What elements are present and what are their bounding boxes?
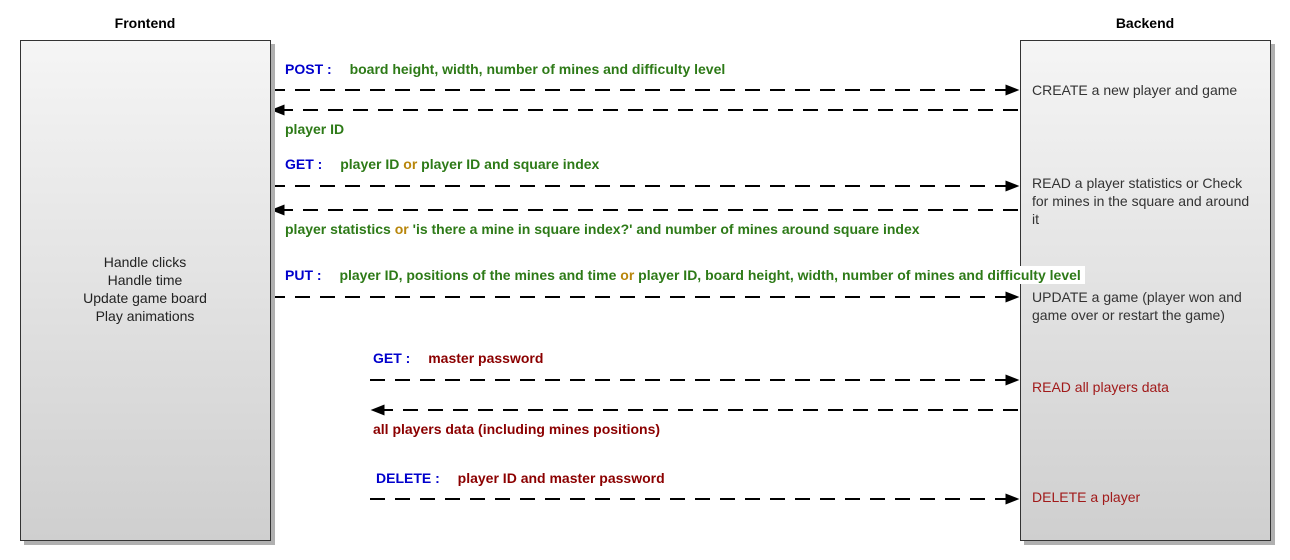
get-admin-response-label: all players data (including mines positi… (373, 421, 661, 437)
backend-delete-desc: DELETE a player (1032, 489, 1141, 505)
backend-read-desc: READ a player statistics or Check for mi… (1032, 175, 1250, 227)
frontend-line: Update game board (83, 290, 207, 306)
get-admin-method: GET : (373, 350, 411, 366)
delete-request-label: DELETE : player ID and master password (376, 469, 665, 487)
get-or: or (403, 156, 418, 172)
frontend-line: Handle time (107, 272, 183, 288)
frontend-responsibilities: Handle clicks Handle time Update game bo… (20, 253, 270, 325)
get-response-or: or (394, 221, 409, 237)
delete-payload: player ID and master password (457, 470, 665, 486)
backend-read-all-desc: READ all players data (1032, 379, 1169, 395)
get-response-label: player statistics or 'is there a mine in… (285, 220, 920, 238)
frontend-line: Handle clicks (103, 254, 187, 270)
get-method: GET : (285, 156, 323, 172)
delete-method: DELETE : (376, 470, 440, 486)
frontend-line: Play animations (95, 308, 195, 324)
backend-update-desc: UPDATE a game (player won and game over … (1032, 289, 1242, 323)
put-or: or (620, 267, 635, 283)
post-payload: board height, width, number of mines and… (349, 61, 726, 77)
get-admin-request-label: GET : master password (373, 349, 543, 367)
get-response-b: 'is there a mine in square index?' and n… (412, 221, 920, 237)
backend-title: Backend (1115, 15, 1175, 31)
put-payload-a: player ID, positions of the mines and ti… (339, 267, 617, 283)
post-request-label: POST : board height, width, number of mi… (285, 60, 725, 78)
put-payload-b: player ID, board height, width, number o… (638, 267, 1081, 283)
get-admin-payload: master password (428, 350, 544, 366)
frontend-box (20, 40, 271, 541)
get-request-label: GET : player ID or player ID and square … (285, 155, 599, 173)
backend-box (1020, 40, 1271, 541)
put-request-label: PUT : player ID, positions of the mines … (285, 266, 1085, 284)
get-response-a: player statistics (285, 221, 391, 237)
get-payload-a: player ID (340, 156, 400, 172)
backend-create-desc: CREATE a new player and game (1032, 82, 1238, 98)
post-response-label: player ID (285, 121, 345, 137)
put-method: PUT : (285, 267, 322, 283)
post-method: POST : (285, 61, 332, 77)
get-payload-b: player ID and square index (421, 156, 600, 172)
frontend-title: Frontend (114, 15, 176, 31)
